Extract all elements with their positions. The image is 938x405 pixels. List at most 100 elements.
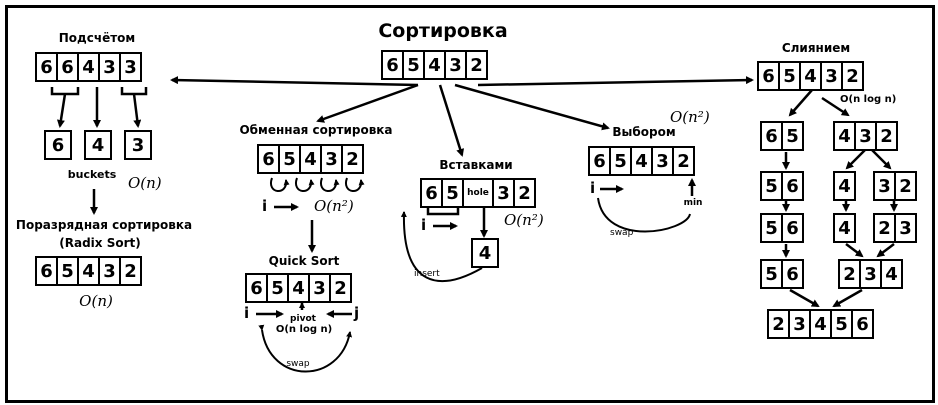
main-title: Сортировка: [378, 20, 508, 42]
array-cell: 3: [98, 256, 121, 286]
array-cell: 5: [441, 178, 464, 208]
merge-heading: Слиянием: [781, 41, 851, 55]
array-cell: hole: [462, 178, 494, 208]
array-cell: 4: [77, 52, 100, 82]
array-cell: 2: [873, 213, 896, 243]
insert-curve: [400, 211, 483, 282]
array-cell: 6: [588, 146, 611, 176]
array-cell: 4: [833, 171, 856, 201]
insert-label: insert: [414, 269, 440, 279]
radix-heading-line1: Поразрядная сортировка: [15, 218, 193, 232]
arrow-r1-r2b: [871, 149, 892, 170]
merge-right-level3-a: 4: [833, 213, 856, 243]
array-cell: 2: [119, 256, 142, 286]
buckets-label: buckets: [67, 168, 117, 181]
array-cell: 4: [630, 146, 653, 176]
array-cell: 2: [672, 146, 695, 176]
array-cell: 3: [854, 121, 877, 151]
array-cell: 4: [287, 273, 310, 303]
array-cell: 4: [833, 213, 856, 243]
arrow-merge-right: [821, 96, 850, 117]
bracket-insertion: [426, 208, 460, 216]
selection-pointer-i: i: [590, 179, 596, 197]
exchange-heading: Обменная сортировка: [239, 123, 393, 137]
array-cell: 5: [760, 213, 783, 243]
swap-loop-4: [344, 177, 365, 192]
arrow-to-bucket-6: [56, 93, 67, 128]
array-cell: 3: [859, 259, 882, 289]
merge-complexity: O(n log n): [840, 94, 897, 105]
array-cell: 4: [299, 144, 322, 174]
array-cell: 3: [320, 144, 343, 174]
array-cell: 5: [778, 61, 801, 91]
arrow-root-to-insertion: [438, 84, 465, 157]
array-cell: 5: [266, 273, 289, 303]
selection-swap-arc: [597, 197, 691, 233]
arrow-root-to-counting: [170, 76, 419, 87]
arrow-r1-r2a: [845, 149, 866, 170]
array-cell: 3: [98, 52, 121, 82]
exchange-pointer-i: i: [262, 197, 268, 215]
quick-pointer-i: i: [244, 304, 250, 322]
array-cell: 3: [820, 61, 843, 91]
array-cell: 6: [381, 50, 404, 80]
selection-min-label: min: [683, 198, 703, 208]
array-cell: 6: [851, 309, 874, 339]
merge-right-level2-a: 4: [833, 171, 856, 201]
array-cell: 6: [257, 144, 280, 174]
exchange-complexity: O(n²): [314, 197, 354, 215]
selection-swap-label: swap: [610, 228, 634, 238]
arrow-merge-left: [788, 89, 813, 117]
array-cell: 2: [767, 309, 790, 339]
radix-heading-line2: (Radix Sort): [59, 236, 141, 250]
swap-loop-3: [319, 177, 340, 192]
selection-heading: Выбором: [612, 125, 676, 139]
array-cell: 6: [245, 273, 268, 303]
radix-complexity: O(n): [79, 292, 113, 310]
array-cell: 3: [119, 52, 142, 82]
arrow-root-to-exchange: [316, 83, 419, 123]
array-cell: 3: [894, 213, 917, 243]
array-cell: 2: [465, 50, 488, 80]
bracket-66: [50, 87, 80, 96]
array-cell: 5: [760, 171, 783, 201]
array-cell: 3: [492, 178, 515, 208]
arrow-root-to-merge: [477, 76, 754, 87]
array-cell: 2: [838, 259, 861, 289]
array-cell: 5: [830, 309, 853, 339]
bucket-4: 4: [84, 130, 112, 160]
array-cell: 3: [788, 309, 811, 339]
array-cell: 6: [757, 61, 780, 91]
array-cell: 5: [781, 121, 804, 151]
array-cell: 2: [841, 61, 864, 91]
array-cell: 3: [651, 146, 674, 176]
quick-pointer-j: j: [354, 304, 360, 322]
array-cell: 3: [444, 50, 467, 80]
quick-complexity: O(n log n): [275, 324, 333, 335]
swap-loop-2: [294, 177, 315, 192]
array-cell: 6: [781, 213, 804, 243]
arrow-to-bucket-3: [132, 93, 142, 128]
quick-pivot-label: pivot: [290, 314, 316, 324]
array-cell: 4: [77, 256, 100, 286]
array-cell: 5: [278, 144, 301, 174]
array-cell: 2: [513, 178, 536, 208]
array-cell: 3: [873, 171, 896, 201]
array-cell: 4: [809, 309, 832, 339]
array-cell: 6: [35, 256, 58, 286]
array-cell: 2: [894, 171, 917, 201]
array-cell: 6: [760, 121, 783, 151]
